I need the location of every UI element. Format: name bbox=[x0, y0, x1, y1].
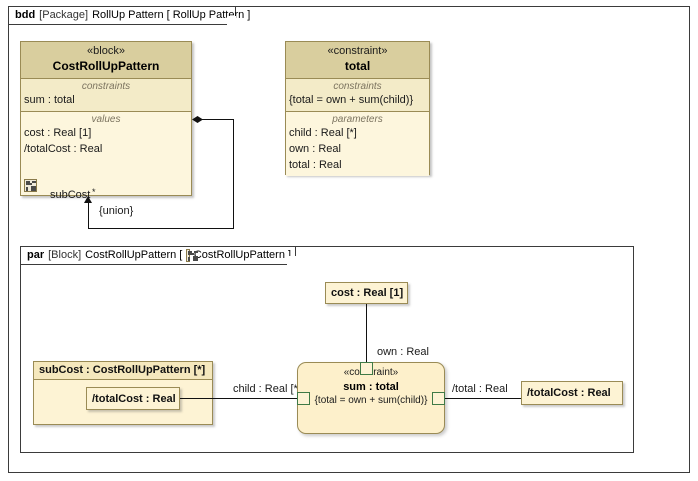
total-constraints-compartment: constraints {total = own + sum(child)} bbox=[286, 78, 429, 112]
value-item: /totalCost : Real bbox=[24, 142, 103, 155]
association-union-modifier: {union} bbox=[99, 205, 134, 217]
own-binding-label: own : Real bbox=[377, 346, 429, 358]
child-binding-label: child : Real [*] bbox=[233, 383, 301, 395]
totalcost-property-label: /totalCost : Real bbox=[527, 387, 611, 399]
bdd-frame-close-bracket: ] bbox=[247, 9, 251, 21]
association-line-top bbox=[202, 119, 234, 120]
total-binding-label: /total : Real bbox=[452, 383, 508, 395]
sysml-block-icon bbox=[186, 249, 199, 262]
sysml-block-icon bbox=[24, 179, 37, 192]
parameter-item: child : Real [*] bbox=[289, 126, 357, 139]
constraint-item: sum : total bbox=[24, 93, 75, 106]
block-values-compartment: values cost : Real [1] /totalCost : Real bbox=[21, 111, 191, 160]
block-name: CostRollUpPattern bbox=[52, 58, 160, 73]
bdd-frame-name: RollUp Pattern bbox=[92, 9, 164, 21]
constraint-expression: {total = own + sum(child)} bbox=[289, 93, 414, 106]
constraint-name: total bbox=[344, 58, 371, 73]
par-frame-view: CostRollUpPattern bbox=[193, 249, 285, 261]
subcost-part[interactable]: subCost : CostRollUpPattern [*] bbox=[33, 361, 213, 425]
constraint-stereotype: «constraint» bbox=[327, 45, 388, 57]
block-total[interactable]: «constraint» total constraints {total = … bbox=[285, 41, 430, 176]
subcost-totalcost-property[interactable]: /totalCost : Real bbox=[86, 387, 180, 410]
bdd-frame-open-bracket: [ bbox=[166, 9, 170, 21]
subcost-totalcost-label: /totalCost : Real bbox=[92, 392, 176, 405]
block-costrolluppattern[interactable]: «block» CostRollUpPattern constraints su… bbox=[20, 41, 192, 196]
own-parameter-port[interactable] bbox=[360, 362, 373, 375]
block-total-header: «constraint» total bbox=[286, 42, 429, 79]
bdd-frame-header: bdd [Package] RollUp Pattern [ RollUp Pa… bbox=[8, 6, 250, 25]
par-frame-header: par [Block] CostRollUpPattern [ CostRoll… bbox=[20, 246, 296, 265]
association-end-multiplicity: * bbox=[92, 187, 96, 197]
cost-property-box[interactable]: cost : Real [1] bbox=[325, 282, 408, 304]
block-constraints-compartment: constraints sum : total bbox=[21, 78, 191, 112]
totalcost-property-box[interactable]: /totalCost : Real bbox=[521, 381, 623, 405]
constraint-node-expression: {total = own + sum(child)} bbox=[314, 394, 428, 406]
association-line-bottom bbox=[88, 228, 234, 229]
bdd-frame-view: RollUp Pattern bbox=[172, 9, 245, 21]
association-end-label: subCost bbox=[50, 189, 91, 201]
constraints-compartment-title: constraints bbox=[333, 80, 382, 92]
total-parameters-compartment: parameters child : Real [*] own : Real t… bbox=[286, 111, 429, 176]
bdd-frame-meta: [Package] bbox=[39, 9, 89, 21]
association-line-left bbox=[88, 202, 89, 229]
block-stereotype: «block» bbox=[87, 45, 125, 57]
value-item: cost : Real [1] bbox=[24, 126, 92, 139]
binding-connector-child bbox=[180, 398, 302, 399]
par-frame-name: CostRollUpPattern bbox=[85, 249, 177, 261]
bdd-frame-kind: bdd bbox=[15, 9, 36, 21]
binding-connector-cost-own bbox=[366, 304, 367, 365]
par-frame-kind: par bbox=[27, 249, 45, 261]
association-line-right bbox=[233, 119, 234, 229]
subcost-part-header: subCost : CostRollUpPattern [*] bbox=[34, 362, 212, 380]
parameter-item: total : Real bbox=[289, 158, 342, 171]
constraint-node-name: sum : total bbox=[343, 380, 399, 393]
child-parameter-port[interactable] bbox=[297, 392, 310, 405]
parameter-item: own : Real bbox=[289, 142, 341, 155]
par-frame-close-bracket: ] bbox=[287, 249, 291, 261]
composition-diamond bbox=[192, 116, 203, 123]
association-arrow bbox=[84, 196, 92, 203]
par-frame-meta: [Block] bbox=[48, 249, 82, 261]
block-costrolluppattern-header: «block» CostRollUpPattern bbox=[21, 42, 191, 79]
binding-connector-total bbox=[445, 398, 522, 399]
constraints-compartment-title: constraints bbox=[81, 80, 131, 92]
values-compartment-title: values bbox=[91, 113, 121, 125]
par-frame-open-bracket: [ bbox=[179, 249, 183, 261]
parameters-compartment-title: parameters bbox=[332, 113, 383, 125]
cost-property-label: cost : Real [1] bbox=[331, 287, 404, 299]
total-parameter-port[interactable] bbox=[432, 392, 445, 405]
